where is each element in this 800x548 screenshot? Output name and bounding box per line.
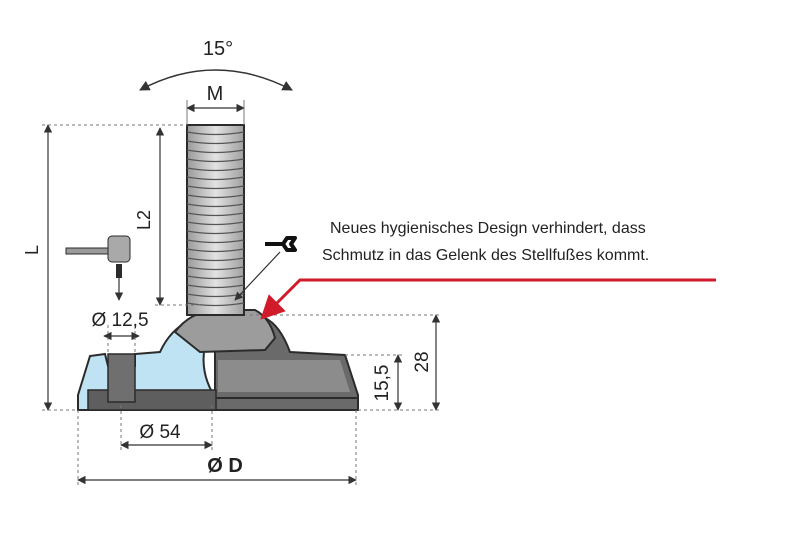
thread-ridge [186, 275, 245, 280]
thread-ridge [186, 176, 245, 181]
thread-ridge [186, 140, 245, 145]
hammer-icon [65, 235, 131, 278]
thread-ridge [186, 203, 245, 208]
thread-ridge [186, 221, 245, 226]
wrench-icon [265, 236, 297, 252]
wrench-pointer [234, 251, 281, 301]
hygiene-arrow [260, 278, 716, 320]
note-line-2: Schmutz in das Gelenk des Stellfußes kom… [322, 247, 649, 264]
thread-ridge [186, 167, 245, 172]
label-L2: L2 [134, 210, 154, 230]
thread-ridge [186, 266, 245, 271]
note-line-1: Neues hygienisches Design verhindert, da… [330, 220, 646, 237]
thread-lines [186, 131, 245, 307]
base-highlight [218, 360, 350, 392]
thread-ridge [186, 212, 245, 217]
label-hole-diameter: Ø 12,5 [91, 310, 148, 331]
threaded-stud [186, 124, 245, 316]
label-height-base: 15,5 [372, 365, 393, 402]
label-M: M [207, 83, 224, 105]
joint-cap [173, 309, 277, 354]
thread-ridge [186, 239, 245, 244]
thread-ridge [186, 248, 245, 253]
thread-ridge [186, 131, 245, 136]
thread-ridge [186, 257, 245, 262]
label-height-total: 28 [412, 351, 433, 372]
thread-ridge [186, 149, 245, 154]
thread-ridge [186, 194, 245, 199]
thread-ridge [186, 158, 245, 163]
label-outer-diameter: Ø D [207, 455, 243, 477]
thread-ridge [186, 185, 245, 190]
angle-arc [139, 69, 293, 91]
thread-ridge [186, 302, 245, 307]
label-L: L [22, 245, 42, 255]
thread-ridge [186, 230, 245, 235]
hole-section [107, 353, 136, 403]
thread-ridge [186, 284, 245, 289]
label-angle: 15° [203, 38, 233, 60]
base-pad-section [87, 389, 217, 411]
label-inner-diameter: Ø 54 [139, 422, 181, 443]
